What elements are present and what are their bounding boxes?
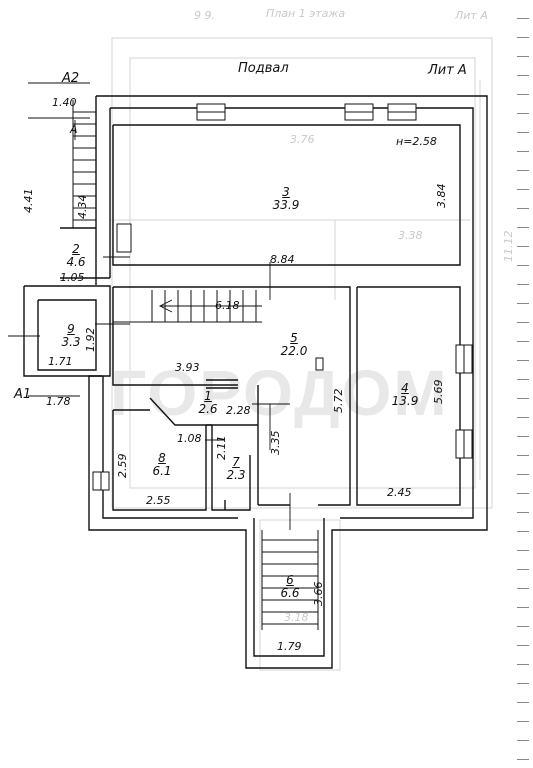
faint-dim-4: 11.12: [502, 230, 515, 263]
margin-tick: [517, 170, 529, 171]
margin-tick: [517, 75, 529, 76]
dim-2-11: 2.11: [215, 435, 228, 461]
margin-tick: [517, 341, 529, 342]
margin-tick: [517, 360, 529, 361]
dim-6-18: 6.18: [215, 299, 240, 312]
dim-8-84: 8.84: [270, 253, 295, 266]
dim-2-28: 2.28: [226, 404, 251, 417]
margin-tick: [517, 322, 529, 323]
margin-tick: [517, 113, 529, 114]
faint-top-center-label: План 1 этажа: [266, 7, 346, 20]
section-mark-a1: А1: [14, 387, 32, 402]
margin-tick: [517, 151, 529, 152]
margin-tick: [517, 664, 529, 665]
dim-1-79: 1.79: [277, 640, 302, 653]
dim-2-45: 2.45: [387, 486, 412, 499]
margin-tick: [517, 436, 529, 437]
faint-dim-3: 3.18: [284, 611, 309, 624]
margin-tick: [517, 246, 529, 247]
walls: [23, 95, 488, 669]
margin-tick: [517, 683, 529, 684]
margin-tick: [517, 132, 529, 133]
margin-tick: [517, 531, 529, 532]
faint-top-left-label: 9 9.: [194, 9, 215, 22]
dim-4-41: 4.41: [22, 188, 35, 214]
margin-tick: [517, 626, 529, 627]
margin-tick: [517, 550, 529, 551]
margin-tick: [517, 645, 529, 646]
margin-ruler: [515, 0, 529, 768]
margin-tick: [517, 94, 529, 95]
dim-3-93: 3.93: [175, 361, 200, 374]
margin-tick: [517, 740, 529, 741]
margin-tick: [517, 56, 529, 57]
dim-1-08: 1.08: [177, 432, 202, 445]
margin-tick: [517, 37, 529, 38]
dim-4-34: 4.34: [76, 194, 89, 220]
margin-tick: [517, 265, 529, 266]
section-mark-a2: А2: [62, 71, 80, 86]
dim-3-66: 3.66: [312, 581, 325, 607]
dim-1-40: 1.40: [52, 96, 77, 109]
section-arrow-letter: А: [70, 123, 78, 136]
margin-tick: [517, 721, 529, 722]
room-height: н=2.58: [396, 135, 437, 148]
margin-tick: [517, 303, 529, 304]
dim-2-59: 2.59: [116, 453, 129, 479]
margin-tick: [517, 18, 529, 19]
faint-top-right-label: Лит А: [455, 9, 488, 22]
margin-tick: [517, 493, 529, 494]
margin-tick: [517, 189, 529, 190]
faint-background-plan: [110, 37, 493, 671]
dim-1-71: 1.71: [48, 355, 73, 368]
margin-tick: [517, 607, 529, 608]
dim-5-72: 5.72: [332, 388, 345, 414]
margin-tick: [517, 417, 529, 418]
floor-title: Подвал: [238, 61, 289, 76]
margin-tick: [517, 474, 529, 475]
dim-5-69: 5.69: [432, 379, 445, 405]
dim-3-84: 3.84: [435, 183, 448, 209]
margin-tick: [517, 398, 529, 399]
margin-tick: [517, 227, 529, 228]
margin-tick: [517, 379, 529, 380]
margin-tick: [517, 455, 529, 456]
watermark: ГОРОДОМ: [110, 357, 449, 429]
margin-tick: [517, 208, 529, 209]
windows: [92, 103, 473, 491]
faint-dim-2: 3.76: [290, 133, 315, 146]
dimension-lines: [8, 82, 291, 530]
dim-2-55: 2.55: [146, 494, 171, 507]
faint-dim-1: 3.38: [398, 229, 423, 242]
margin-tick: [517, 512, 529, 513]
dim-1-78: 1.78: [46, 395, 71, 408]
margin-tick: [517, 759, 529, 760]
margin-tick: [517, 569, 529, 570]
dim-3-35: 3.35: [269, 430, 282, 456]
margin-tick: [517, 284, 529, 285]
door-mark: [315, 357, 324, 371]
margin-tick: [517, 702, 529, 703]
margin-tick: [517, 588, 529, 589]
dim-1-92: 1.92: [84, 327, 97, 353]
building-title: Лит А: [428, 63, 467, 78]
dim-1-05: 1.05: [60, 271, 85, 284]
